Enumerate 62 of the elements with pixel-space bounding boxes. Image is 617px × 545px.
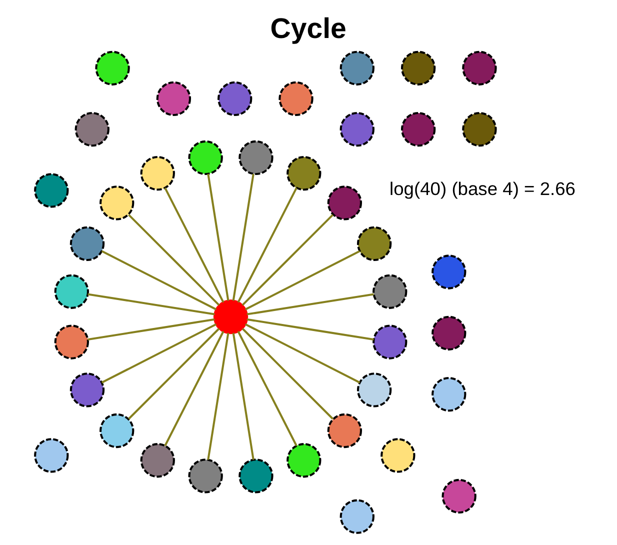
- node-circle: [431, 254, 466, 290]
- node-circle: [217, 81, 252, 116]
- node-circle: [431, 376, 466, 412]
- node-circle: [286, 156, 321, 191]
- connector: [206, 174, 229, 301]
- node-circle: [99, 413, 134, 448]
- node-circle: [54, 274, 88, 309]
- connector: [232, 332, 254, 460]
- connector: [128, 214, 220, 306]
- node-circle: [140, 443, 174, 478]
- node-circle: [74, 112, 109, 147]
- node-circle: [462, 112, 496, 147]
- node-circle: [372, 324, 407, 360]
- node-circle: [339, 50, 374, 86]
- connector: [164, 187, 224, 303]
- connector: [100, 250, 216, 310]
- node-circle: [356, 372, 392, 408]
- node-circle: [356, 226, 392, 262]
- node-circle: [99, 186, 134, 220]
- node-circle: [286, 443, 321, 478]
- node-circle: [238, 458, 273, 494]
- node-circle: [188, 140, 222, 176]
- node-circle: [140, 156, 174, 191]
- connector: [164, 330, 224, 446]
- connector: [241, 328, 334, 420]
- node-circle: [212, 300, 248, 334]
- connector: [128, 328, 220, 420]
- node-circle: [380, 438, 415, 473]
- diagram-title: Cycle: [270, 12, 346, 45]
- node-circle: [326, 186, 362, 220]
- node-circle: [94, 50, 130, 86]
- connector: [236, 187, 297, 303]
- node-circle: [326, 413, 362, 448]
- node-circle: [54, 324, 88, 360]
- node-circle: [441, 478, 476, 514]
- node-circle: [339, 112, 374, 147]
- node-circle: [69, 372, 104, 408]
- connector: [87, 318, 214, 340]
- connector: [100, 323, 216, 384]
- node-circle: [69, 226, 104, 262]
- connector: [246, 318, 374, 340]
- label: log(40) (base 4) = 2.66: [389, 178, 576, 199]
- node-circle: [34, 438, 68, 473]
- connector: [87, 293, 214, 316]
- connector: [236, 330, 297, 446]
- node-circle: [34, 173, 68, 208]
- node-circle: [431, 316, 466, 350]
- node-circle: [278, 81, 313, 116]
- node-circle: [372, 274, 407, 309]
- node-circle: [462, 50, 496, 86]
- connector: [244, 250, 360, 310]
- connector: [246, 293, 374, 316]
- node-circle: [156, 81, 191, 116]
- node-circle: [238, 140, 273, 176]
- connector: [232, 174, 254, 301]
- connector: [206, 332, 229, 460]
- node-circle: [400, 50, 436, 86]
- node-circle: [400, 112, 436, 147]
- node-circle: [188, 458, 222, 494]
- node-circle: [339, 499, 374, 534]
- connector: [241, 214, 334, 306]
- connector: [244, 323, 360, 384]
